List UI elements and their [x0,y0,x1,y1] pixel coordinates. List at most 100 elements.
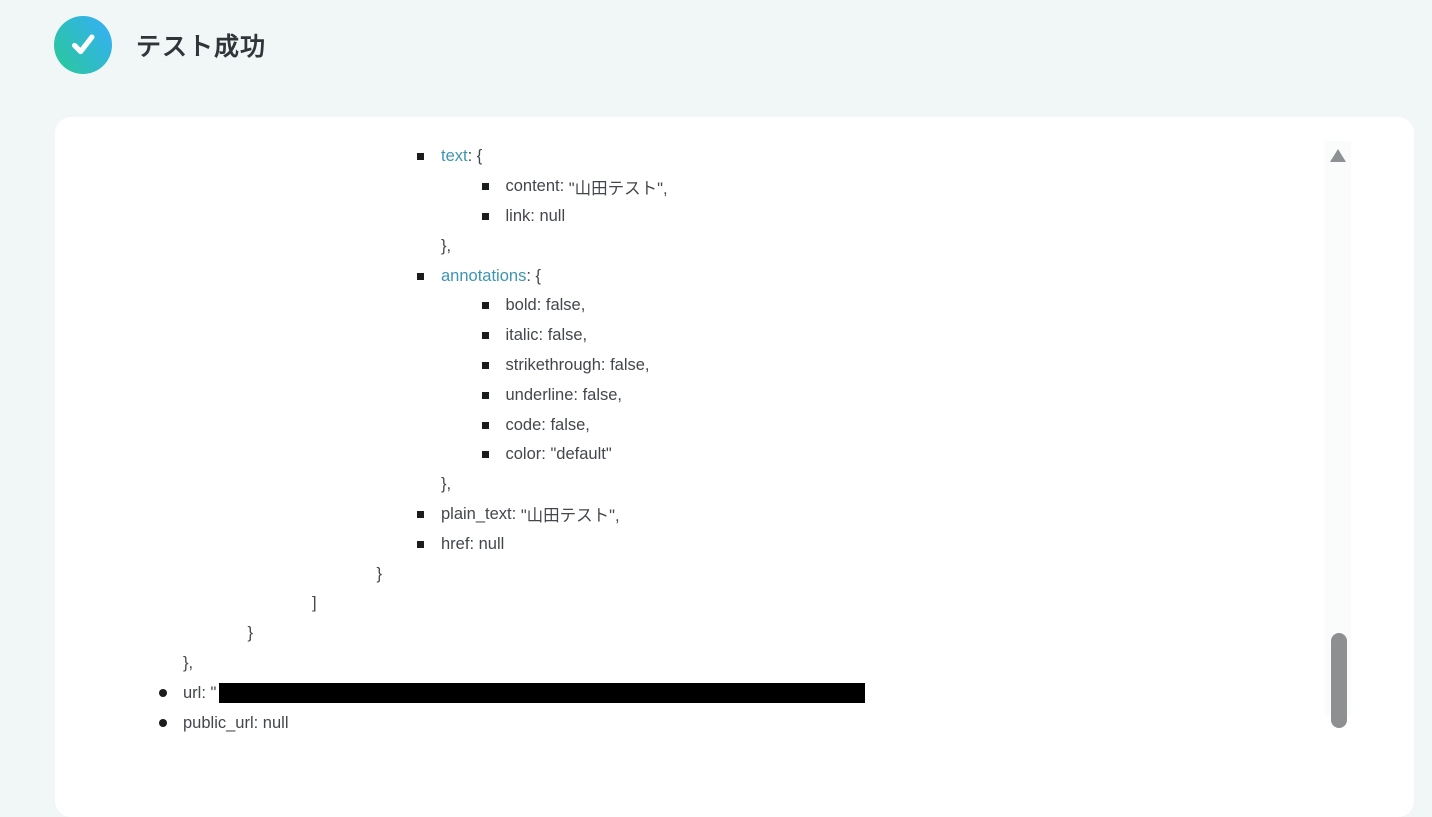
scrollbar-thumb[interactable] [1331,633,1347,728]
square-bullet-icon [417,153,441,161]
square-bullet-icon [417,272,441,280]
tree-value: "山田テスト", [520,507,620,526]
tree-colon: : [538,326,548,345]
tree-indent [159,156,417,157]
tree-row: code: false, [159,410,865,440]
tree-key-public_url: public_url [183,713,254,732]
tree-value: } [247,624,254,643]
tree-row: strikethrough: false, [159,351,865,381]
success-check-icon [54,16,112,74]
tree-value: } [376,564,383,583]
tree-row: public_url: null [159,708,865,738]
tree-key-color: color [505,445,542,464]
tree-row: }, [159,649,865,679]
square-bullet-icon [417,510,441,518]
tree-indent [159,454,482,455]
tree-key-link: link [505,206,531,225]
tree-colon: : [530,206,540,225]
tree-row: }, [159,231,865,261]
square-bullet-icon [481,391,506,399]
square-bullet-icon [481,451,506,459]
tree-row: } [159,559,865,589]
tree-value: " [210,683,217,702]
tree-colon: : [469,534,479,553]
tree-indent [159,305,482,306]
tree-key-content: content [505,177,560,196]
tree-indent [159,276,417,277]
tree-indent [159,246,417,247]
tree-value: }, [183,653,194,672]
disc-bullet-icon [159,719,183,728]
tree-indent [159,395,482,396]
tree-row: text: { [159,142,865,172]
tree-value: "default" [550,445,612,464]
tree-colon: : [573,385,583,404]
tree-key-text[interactable]: text [441,147,468,166]
tree-row: italic: false, [159,321,865,351]
tree-row: link: null [159,202,865,232]
tree-colon: : [541,415,551,434]
tree-row: content: "山田テスト", [159,172,865,202]
square-bullet-icon [481,361,506,369]
disc-bullet-icon [159,689,183,698]
success-banner: テスト成功 [54,16,266,74]
test-result-card: text: {content: "山田テスト",link: null},anno… [55,117,1414,817]
square-bullet-icon [481,332,506,340]
tree-colon: : [201,683,211,702]
tree-colon: : [511,504,521,523]
tree-indent [159,335,482,336]
tree-row: } [159,619,865,649]
square-bullet-icon [481,212,506,220]
tree-value: false, [547,326,588,345]
test-result-title: テスト成功 [136,33,267,61]
tree-key-href: href [441,534,470,553]
tree-indent [159,484,417,485]
tree-indent [159,574,353,575]
tree-value: "山田テスト", [568,179,668,198]
tree-indent [159,216,482,217]
tree-row: }, [159,470,865,500]
tree-key-annotations[interactable]: annotations [441,266,527,285]
tree-row: color: "default" [159,440,865,470]
tree-indent [159,514,417,515]
tree-colon: : [541,445,551,464]
tree-indent [159,603,288,604]
tree-indent [159,186,482,187]
tree-key-code: code [505,415,542,434]
tree-value: { [535,266,542,285]
tree-row: url: " [159,678,866,708]
tree-key-strikethrough: strikethrough [505,355,601,374]
tree-indent [159,544,417,545]
scrollbar-track[interactable] [1325,141,1351,716]
tree-value: null [478,534,505,553]
tree-colon: : [600,355,611,374]
tree-row: plain_text: "山田テスト", [159,500,865,530]
tree-row: href: null [159,529,865,559]
tree-value: null [262,713,289,732]
tree-value: null [539,206,566,225]
tree-value: false, [545,296,586,315]
tree-key-url: url [183,683,202,702]
tree-colon: : [559,177,569,196]
tree-value: }, [441,475,452,494]
tree-value: }, [441,236,452,255]
tree-key-italic: italic [505,326,539,345]
tree-key-underline: underline [505,385,574,404]
square-bullet-icon [481,183,506,191]
tree-colon: : [536,296,546,315]
tree-key-bold: bold [505,296,537,315]
tree-value: { [476,147,483,166]
scrollbar-up-arrow-icon[interactable] [1330,149,1346,162]
tree-value: ] [312,594,317,613]
tree-row: ] [159,589,865,619]
tree-indent [159,365,482,366]
redacted-url-bar [219,683,866,704]
tree-value: false, [550,415,590,434]
square-bullet-icon [417,540,441,548]
tree-row: underline: false, [159,380,865,410]
tree-value: false, [610,355,650,374]
tree-colon: : [526,266,536,285]
tree-row: bold: false, [159,291,865,321]
tree-row: annotations: { [159,261,865,291]
response-json-tree: text: {content: "山田テスト",link: null},anno… [159,142,866,738]
